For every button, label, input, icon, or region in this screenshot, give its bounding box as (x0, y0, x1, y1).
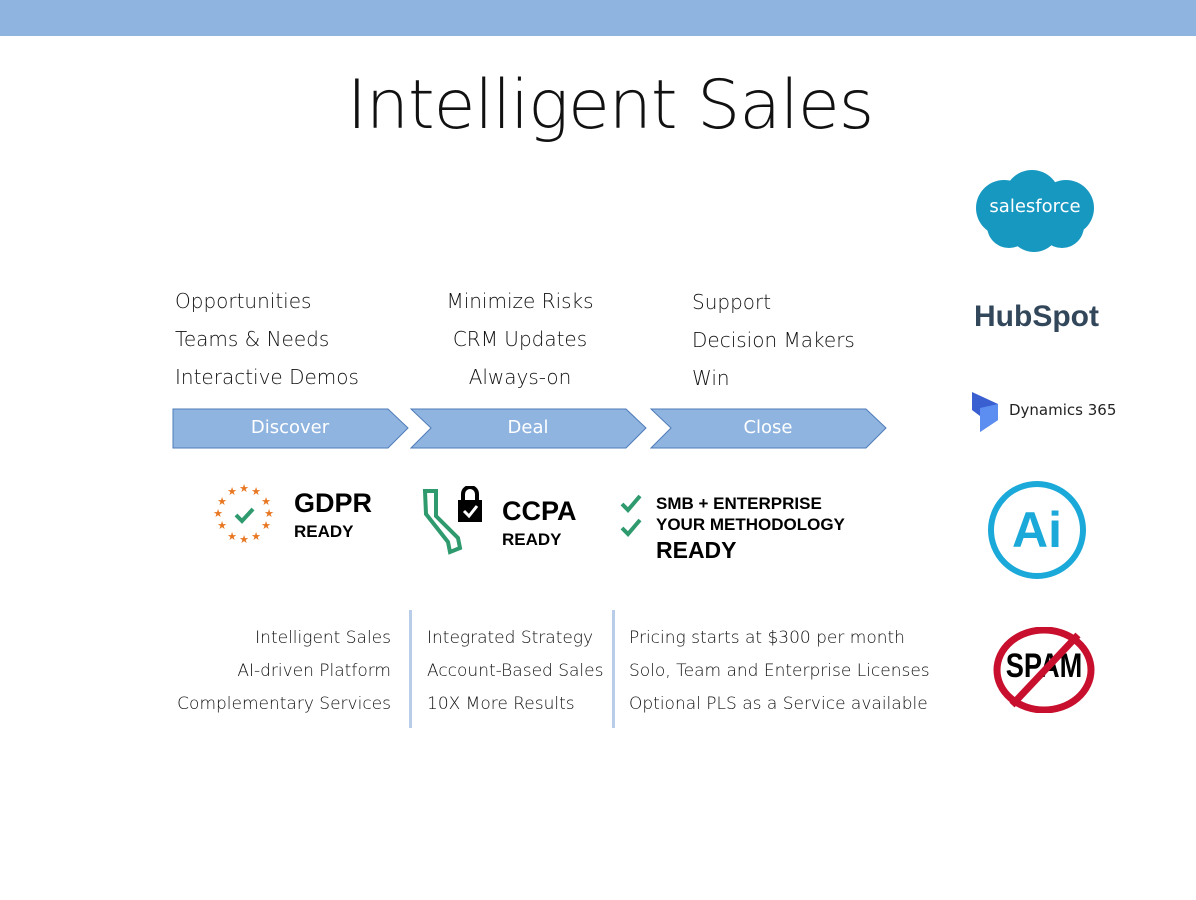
summary-column-3: Pricing starts at $300 per month Solo, T… (629, 622, 930, 721)
svg-text:★: ★ (213, 507, 223, 520)
feature-item: Teams & Needs (175, 327, 330, 351)
top-bar (0, 0, 1196, 36)
stage-discover: Discover (172, 408, 409, 449)
svg-text:★: ★ (217, 519, 227, 532)
salesforce-logo: salesforce (974, 168, 1096, 252)
close-features: Support Decision Makers Win (692, 283, 855, 397)
feature-item: Win (692, 366, 730, 390)
divider (612, 610, 615, 728)
no-spam-icon: SPAM (992, 627, 1096, 713)
ccpa-sub: READY (502, 530, 562, 549)
svg-text:★: ★ (261, 495, 271, 508)
stage-deal: Deal (410, 408, 647, 449)
feature-item: Always-on (468, 365, 572, 389)
summary-item: 10X More Results (427, 694, 575, 714)
ccpa-badge: CCPA READY (422, 486, 592, 556)
salesforce-text: salesforce (989, 196, 1081, 217)
stage-label: Close (743, 417, 793, 438)
svg-text:★: ★ (227, 485, 237, 498)
check-icons (620, 494, 642, 537)
dynamics-365-logo: Dynamics 365 (970, 390, 1120, 434)
summary-item: Optional PLS as a Service available (629, 694, 928, 714)
smb-line3: READY (656, 537, 737, 563)
smb-line1: SMB + ENTERPRISE (656, 494, 822, 513)
svg-text:★: ★ (251, 485, 261, 498)
summary-item: Intelligent Sales (255, 628, 391, 648)
feature-item: CRM Updates (452, 327, 588, 351)
smb-line2: YOUR METHODOLOGY (656, 515, 845, 534)
ccpa-title: CCPA (502, 496, 577, 526)
svg-text:★: ★ (239, 533, 249, 546)
summary-column-2: Integrated Strategy Account-Based Sales … (427, 622, 603, 721)
stage-label: Deal (507, 417, 549, 438)
feature-item: Minimize Risks (446, 289, 594, 313)
svg-text:★: ★ (227, 530, 237, 543)
stage-label: Discover (250, 417, 330, 438)
divider (409, 610, 412, 728)
stage-close: Close (650, 408, 887, 449)
discover-features: Opportunities Teams & Needs Interactive … (175, 282, 359, 396)
gdpr-title: GDPR (294, 488, 373, 518)
summary-item: Complementary Services (177, 694, 391, 714)
svg-text:★: ★ (217, 495, 227, 508)
hubspot-logo: HubSpot (974, 300, 1099, 333)
feature-item: Interactive Demos (175, 365, 359, 389)
dynamics-text: Dynamics 365 (1009, 401, 1117, 419)
feature-item: Opportunities (175, 289, 312, 313)
california-lock-icon (422, 486, 482, 555)
summary-item: Pricing starts at $300 per month (629, 628, 905, 648)
smb-badge: SMB + ENTERPRISE YOUR METHODOLOGY READY (618, 490, 888, 570)
ai-logo: Ai (988, 481, 1086, 579)
svg-text:★: ★ (251, 530, 261, 543)
summary-item: Integrated Strategy (427, 628, 594, 648)
summary-item: Solo, Team and Enterprise Licenses (629, 661, 930, 681)
svg-text:★: ★ (261, 519, 271, 532)
svg-text:★: ★ (264, 507, 274, 520)
deal-features: Minimize Risks CRM Updates Always-on (420, 282, 620, 396)
eu-stars-icon: ★★★★★★★★★★★★ (213, 482, 274, 546)
summary-column-1: Intelligent Sales AI-driven Platform Com… (150, 622, 391, 721)
gdpr-badge: ★★★★★★★★★★★★ GDPR READY (208, 480, 388, 550)
dynamics-icon (972, 392, 998, 432)
summary-item: AI-driven Platform (237, 661, 391, 681)
svg-text:★: ★ (239, 482, 249, 495)
feature-item: Support (692, 290, 772, 314)
summary-item: Account-Based Sales (427, 661, 604, 681)
slide-title: Intelligent Sales (346, 66, 874, 145)
gdpr-sub: READY (294, 522, 354, 541)
feature-item: Decision Makers (692, 328, 855, 352)
